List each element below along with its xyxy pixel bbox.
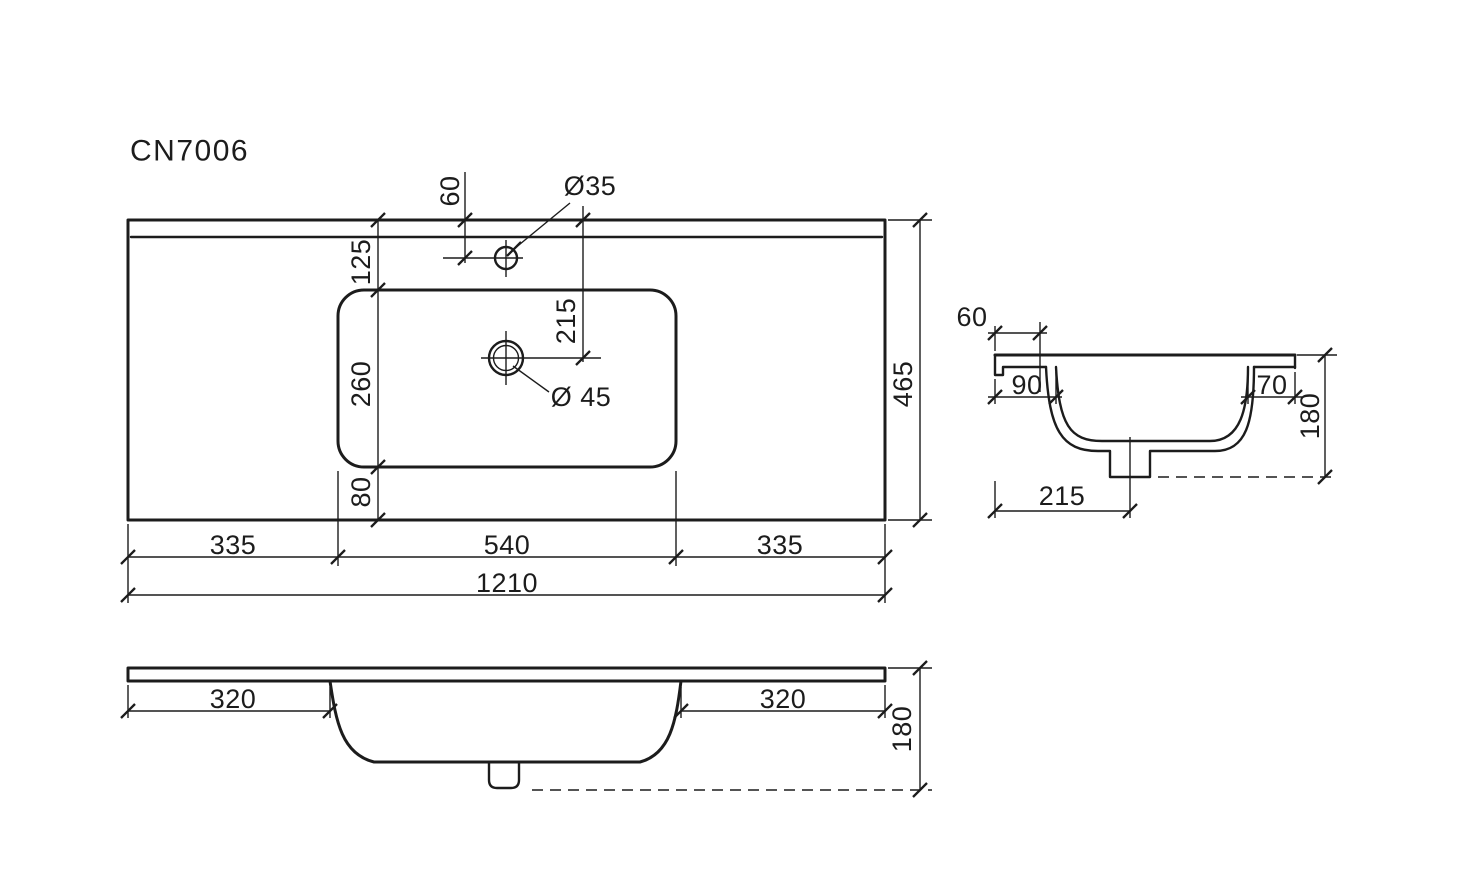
dim-back-to-basin: 125: [346, 239, 376, 286]
dim-front-wall: 90: [1011, 370, 1042, 400]
side-view-ticks: [987, 325, 1333, 519]
dim-basin-to-front: 80: [346, 476, 376, 507]
dim-side-overall-height: 180: [1295, 393, 1325, 440]
dim-left-shoulder: 320: [210, 684, 257, 714]
top-view-dimension-lines: [127, 172, 932, 603]
front-view-dimension-labels: 320 320 180: [210, 684, 917, 752]
model-number: CN7006: [130, 135, 249, 168]
front-bowl-outline: [328, 679, 683, 764]
side-view: 60 90 70 180 215: [956, 302, 1337, 519]
dim-back-wall: 70: [1256, 370, 1287, 400]
side-view-dimension-lines: [988, 322, 1337, 518]
front-drain-stub: [487, 760, 521, 790]
front-view-dimension-lines: [127, 667, 932, 791]
dim-front-overall-height: 180: [887, 706, 917, 753]
dim-right-shoulder: 320: [760, 684, 807, 714]
dim-drain-diameter: Ø 45: [551, 382, 612, 412]
dim-left-section: 335: [210, 530, 257, 560]
top-view-dimension-labels: 60 Ø35 125 215 260 Ø 45 80 465 335 540 3…: [210, 171, 918, 598]
dim-deck-depth: 60: [956, 302, 987, 332]
front-view-ticks: [120, 660, 928, 798]
dim-drain-center: 215: [1039, 481, 1086, 511]
basin-outline: [336, 288, 678, 469]
dim-basin-depth: 260: [346, 361, 376, 408]
dim-right-section: 335: [757, 530, 804, 560]
top-view: 60 Ø35 125 215 260 Ø 45 80 465 335 540 3…: [120, 171, 932, 603]
dim-faucet-offset: 60: [435, 175, 465, 206]
top-view-ticks: [120, 212, 928, 603]
dim-faucet-diameter: Ø35: [564, 171, 617, 201]
dim-overall-depth: 465: [888, 361, 918, 408]
side-view-outline: [993, 353, 1297, 479]
dim-overall-width: 1210: [476, 568, 538, 598]
front-view: 320 320 180: [120, 660, 932, 798]
dim-center-section: 540: [484, 530, 531, 560]
dim-edge-to-drain: 215: [551, 298, 581, 345]
side-view-dimension-labels: 60 90 70 180 215: [956, 302, 1325, 511]
